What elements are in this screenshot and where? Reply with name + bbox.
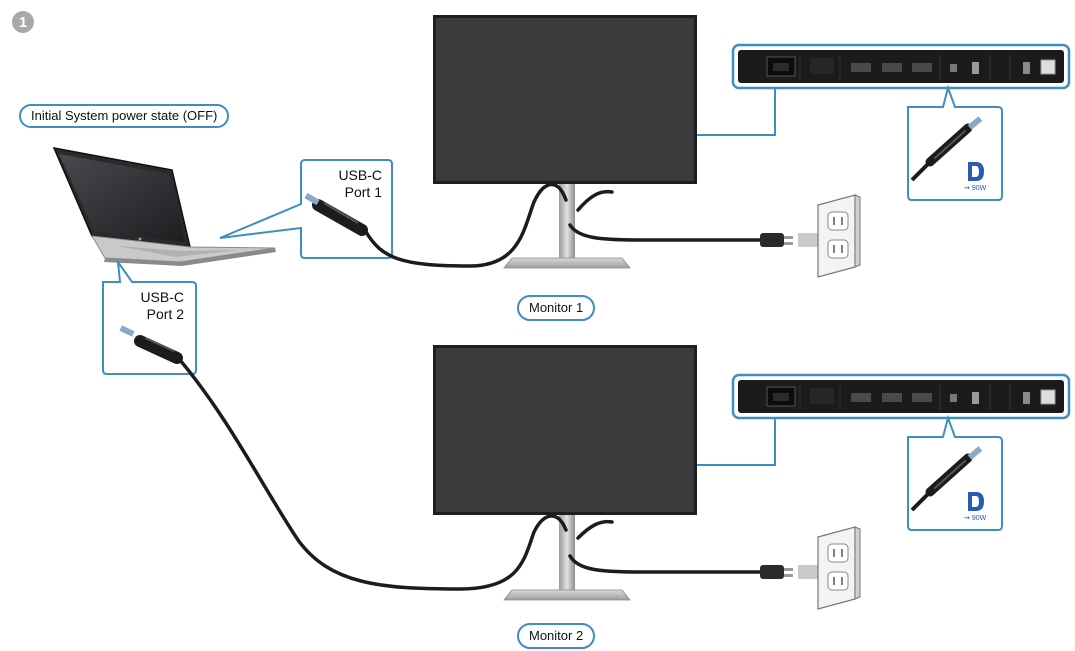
- wall-outlet-icon: [817, 194, 861, 278]
- step-badge: 1: [12, 11, 34, 33]
- monitor-2: [433, 345, 697, 601]
- callout-connector: [697, 418, 776, 466]
- dp-power-rating-1: ⇝ 90W: [964, 185, 987, 192]
- power-plug-icon: [760, 233, 784, 247]
- monitor-1: [433, 15, 697, 269]
- power-cable-2: [568, 554, 793, 579]
- power-plug-icon: [760, 565, 784, 579]
- power-state-label: Initial System power state (OFF): [19, 104, 230, 128]
- power-cable-1: [568, 223, 793, 247]
- usb-c-cable-1: [364, 182, 614, 268]
- callout-connector: [697, 88, 776, 136]
- usb-c-plug-icon: [304, 192, 368, 236]
- usb-c-port-2-label: USB-C Port 2: [118, 289, 184, 323]
- displayport-callout-2: [907, 414, 1003, 531]
- usb-c-plug-icon: [119, 325, 183, 364]
- monitor-2-label: Monitor 2: [517, 623, 596, 649]
- rear-panel-1: [731, 43, 1071, 90]
- dp-power-rating-2: ⇝ 90W: [964, 515, 987, 522]
- monitor-1-label: Monitor 1: [517, 295, 596, 321]
- usb-c-cable-2: [178, 358, 614, 591]
- port-2-line2: Port 2: [146, 306, 184, 322]
- usb-c-callout-1: [219, 159, 393, 259]
- displayport-icon: [968, 492, 984, 511]
- port-2-line1: USB-C: [140, 289, 184, 305]
- usb-c-callout-2: [102, 258, 197, 375]
- port-1-line1: USB-C: [338, 167, 382, 183]
- displayport-callout-1: [907, 84, 1003, 201]
- port-1-line2: Port 1: [344, 184, 382, 200]
- usb-c-port-1-label: USB-C Port 1: [318, 167, 382, 201]
- wall-outlet-icon: [817, 526, 861, 610]
- displayport-icon: [968, 162, 984, 181]
- rear-panel-2: [731, 373, 1071, 420]
- laptop-icon: [52, 147, 276, 266]
